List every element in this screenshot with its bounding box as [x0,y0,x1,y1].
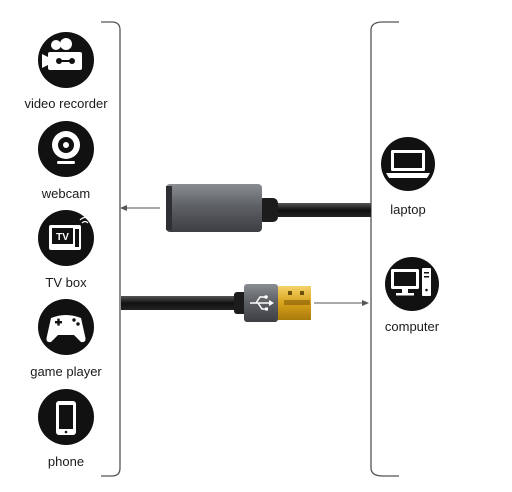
source-game-player: game player [30,299,102,379]
right-bracket [370,21,399,477]
game-player-label: game player [30,364,102,379]
source-webcam: webcam [38,121,94,201]
phone-label: phone [48,454,84,469]
usb-female-connector-icon [166,184,262,232]
source-phone: phone [38,389,94,469]
tv-badge: TV [56,232,69,243]
target-computer: computer [385,257,440,334]
webcam-label: webcam [41,186,90,201]
computer-label: computer [385,319,440,334]
usb-symbol-icon [250,296,272,310]
target-laptop: laptop [381,137,435,217]
laptop-label: laptop [390,202,425,217]
source-video-recorder: video recorder [24,32,108,111]
male-cable-wire [121,296,245,310]
video-recorder-label: video recorder [24,96,108,111]
female-strain-relief [258,198,278,222]
usb-female-cable [120,184,371,232]
female-cable-wire [262,203,371,217]
tv-box-label: TV box [45,275,87,290]
wifi-icon [79,216,91,224]
left-bracket [101,21,121,477]
usb-male-cable [121,284,369,322]
source-tv-box: TV TV box [38,210,94,290]
usb-male-connector-icon [244,284,311,322]
